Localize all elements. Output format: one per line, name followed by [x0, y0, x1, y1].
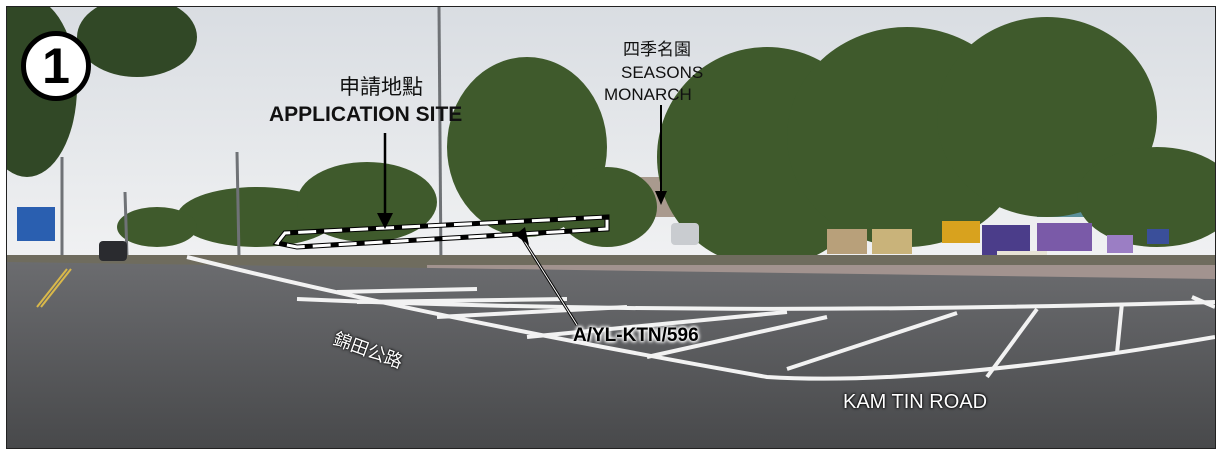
- road-sign: [17, 207, 55, 241]
- case-number-label: A/YL-KTN/596: [573, 325, 699, 346]
- seasons-monarch-label-line2: MONARCH: [604, 85, 692, 104]
- photo-frame: 1 申請地點 APPLICATION SITE 四季名園 SEASONS MON…: [6, 6, 1216, 449]
- street-photo: [7, 7, 1215, 448]
- view-number-badge: 1: [21, 31, 91, 101]
- car-left: [99, 241, 127, 261]
- application-site-label-en: APPLICATION SITE: [269, 103, 463, 126]
- kerb-lines: [36, 268, 72, 308]
- road-markings: [186, 255, 1215, 381]
- application-site-label-cn: 申請地點: [339, 76, 423, 99]
- annotation-arrows: [377, 105, 667, 326]
- road-surface: [7, 262, 1215, 448]
- seasons-monarch-label-cn: 四季名園: [623, 40, 691, 59]
- tree-line: [117, 17, 1215, 267]
- road-name-label-en: KAM TIN ROAD: [843, 391, 988, 413]
- car-center: [671, 223, 699, 245]
- seasons-monarch-label-line1: SEASONS: [621, 63, 704, 82]
- application-site-outline: [272, 214, 610, 250]
